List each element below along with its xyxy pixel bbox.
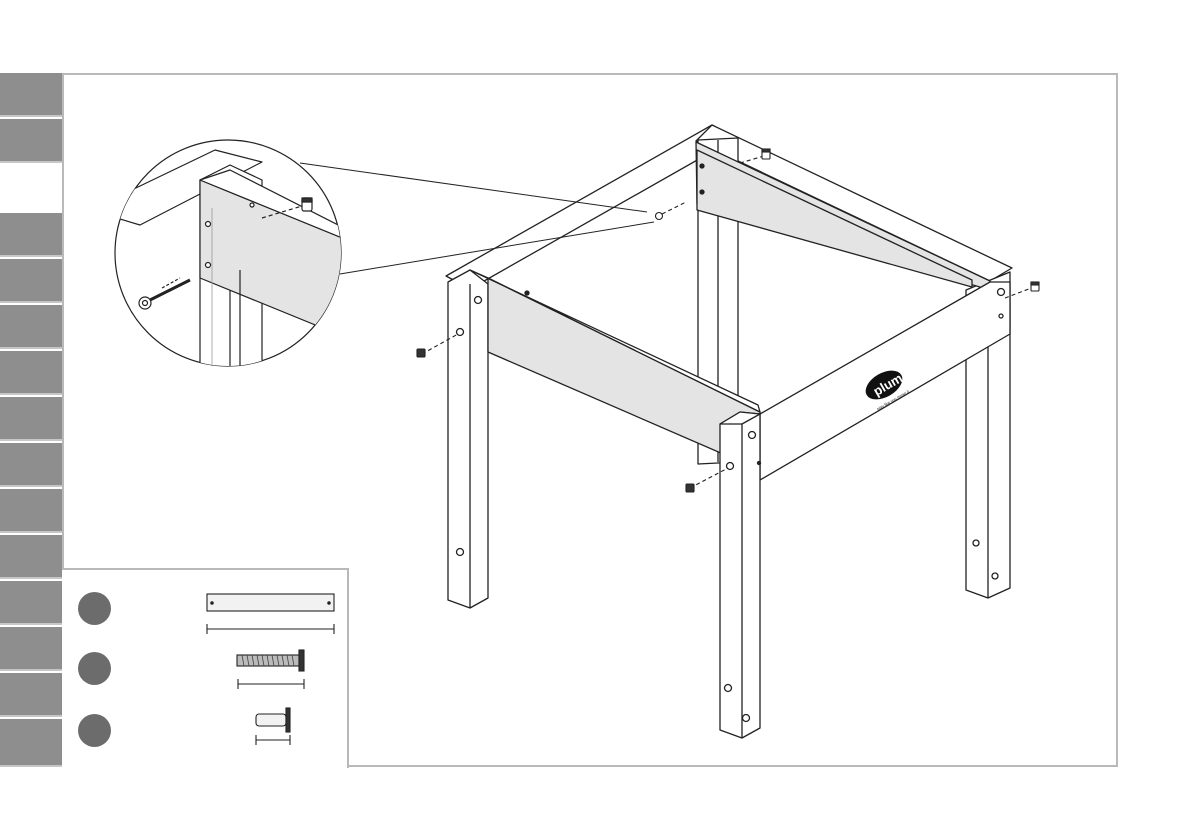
zoom-detail-circle	[90, 140, 352, 400]
parts-list	[62, 568, 349, 768]
zoom-leader-lines	[300, 163, 654, 274]
barrel-nut-right	[1031, 282, 1039, 291]
parts-drawings	[62, 570, 349, 770]
bolt-front	[686, 484, 694, 492]
left-leg	[448, 270, 488, 608]
long-bolt-icon	[237, 650, 304, 689]
panel-board-icon	[207, 594, 334, 634]
barrel-nut-back	[762, 149, 770, 159]
barrel-nut-icon	[256, 708, 290, 745]
top-rail-back-left	[446, 125, 736, 289]
bolt-left	[417, 349, 425, 357]
